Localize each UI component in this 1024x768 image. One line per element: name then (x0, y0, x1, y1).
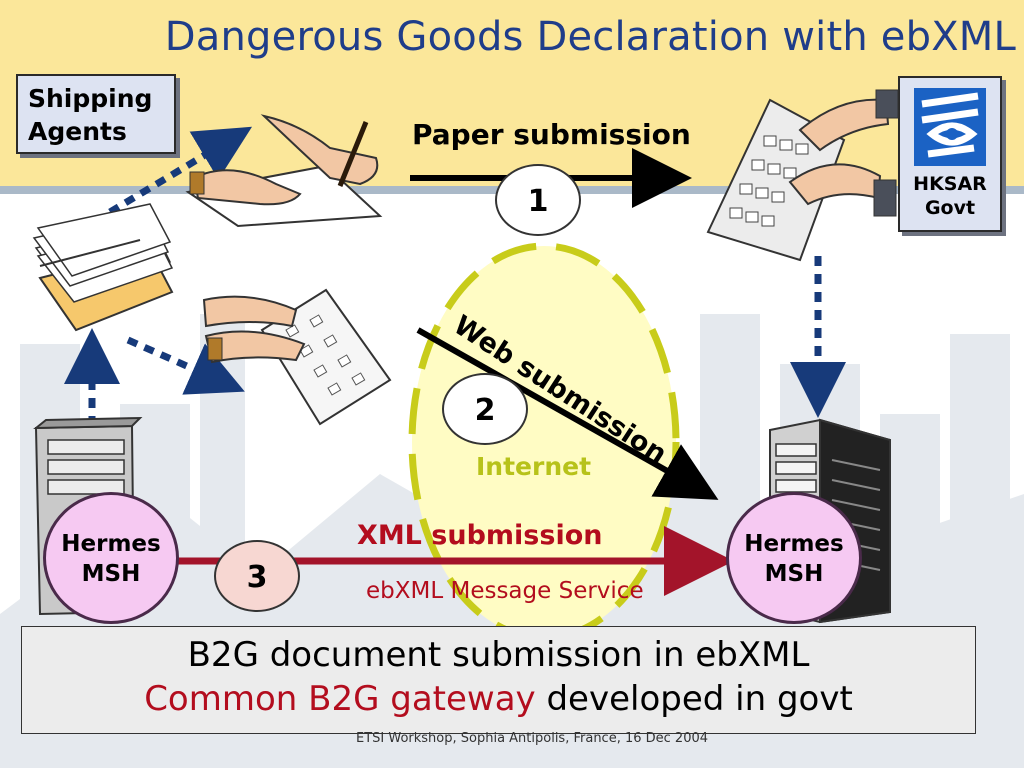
shipping-agents-line1: Shipping (28, 84, 153, 113)
govt-line1: HKSAR (913, 173, 987, 195)
hksar-emblem-icon (914, 88, 986, 166)
summary-line2: Common B2G gateway developed in govt (22, 677, 975, 721)
paper-stack-icon (32, 203, 174, 332)
dotted-arrow-to-typist (126, 336, 245, 395)
step-1-badge: 1 (495, 164, 581, 236)
paper-submission-label: Paper submission (412, 118, 691, 151)
summary-line2-rest: developed in govt (535, 679, 853, 719)
summary-line2-highlight: Common B2G gateway (144, 679, 536, 719)
ebxml-message-service-label: ebXML Message Service (366, 578, 644, 604)
summary-box: B2G document submission in ebXML Common … (21, 626, 976, 734)
internet-ellipse (408, 242, 680, 642)
summary-line1: B2G document submission in ebXML (187, 635, 810, 675)
hermes-msh-left: Hermes MSH (43, 492, 179, 624)
hksar-govt-label: HKSAR Govt (898, 76, 1002, 232)
step-2-badge: 2 (442, 373, 528, 445)
hand-typing-icon (202, 288, 392, 426)
hand-writing-icon (185, 114, 383, 228)
footer-credit: ETSI Workshop, Sophia Antipolis, France,… (355, 731, 709, 746)
hermes-msh-right: Hermes MSH (726, 492, 862, 624)
web-submission-arrow (416, 327, 719, 500)
shipping-agents-label: Shipping Agents (16, 74, 176, 154)
xml-submission-label: XML submission (357, 520, 603, 551)
msh-left-line2: MSH (81, 561, 141, 587)
shipping-agents-line2: Agents (28, 117, 127, 146)
govt-line2: Govt (924, 197, 976, 219)
internet-label: Internet (476, 452, 592, 481)
msh-right-line2: MSH (764, 561, 824, 587)
msh-left-line1: Hermes (61, 531, 161, 557)
step-3-badge: 3 (214, 540, 300, 612)
msh-right-line1: Hermes (744, 531, 844, 557)
page-title: Dangerous Goods Declaration with ebXML (164, 14, 1016, 60)
dotted-arrow-to-writer (108, 126, 253, 216)
keyboard-icon (706, 89, 899, 262)
